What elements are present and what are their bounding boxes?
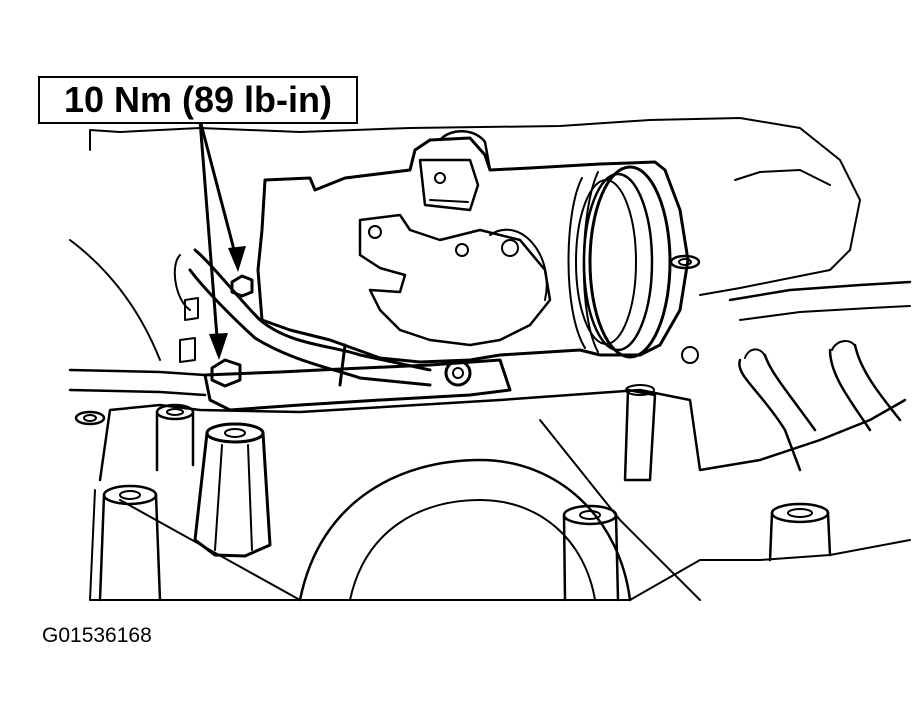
center-ring-inner <box>349 499 596 601</box>
sensor-bracket-slot <box>429 199 469 203</box>
left-curve-outer <box>69 239 161 361</box>
throttle-bore-rib-2 <box>582 171 599 353</box>
bracket-bolt-right <box>444 359 472 387</box>
upper-nut <box>230 274 254 298</box>
center-ring-outer <box>298 458 632 602</box>
runner-cap-1 <box>744 348 766 359</box>
post-center-tapered <box>193 422 272 558</box>
hose-end-left <box>173 254 191 311</box>
diagonal-right <box>539 419 701 601</box>
post-mid <box>623 384 657 482</box>
throttle-lever <box>358 213 552 347</box>
left-tube-lower <box>68 388 207 397</box>
post-lower-left <box>98 484 162 602</box>
figure-id-label: G01536168 <box>42 624 152 647</box>
lower-body-edge <box>89 489 131 601</box>
left-clip <box>184 297 199 321</box>
bracket-nut-left <box>210 358 242 388</box>
lever-hole-3 <box>501 239 519 257</box>
vacuum-hose-top <box>193 248 432 372</box>
throttle-bore-ring-outer <box>588 165 672 359</box>
post-right-bottom <box>768 502 832 562</box>
post-left-tall <box>155 403 195 472</box>
lever-arc <box>489 228 548 301</box>
post-left-small <box>74 410 106 426</box>
arrow-to-lower-nut <box>198 118 220 352</box>
runner-1 <box>738 358 802 472</box>
lower-plenum-outline <box>98 388 907 482</box>
runner-2 <box>828 348 872 432</box>
left-tube <box>68 368 207 377</box>
sensor-bracket-hole <box>434 172 446 184</box>
sensor-bracket <box>418 158 480 212</box>
runner-2b <box>853 343 902 422</box>
callout-arrows <box>198 118 240 352</box>
right-rail <box>728 280 912 302</box>
bracket-bolt-right-inner <box>452 367 464 379</box>
diagonal-left <box>119 499 301 601</box>
lower-right-edge <box>629 539 911 601</box>
arrowhead-upper <box>228 246 246 272</box>
right-cover-edge <box>734 169 831 186</box>
runner-1b <box>763 353 817 432</box>
post-right-small <box>669 254 701 270</box>
arrow-to-upper-nut <box>198 118 240 267</box>
left-bracket <box>179 337 196 363</box>
arrowhead-lower <box>209 333 228 360</box>
throttle-bore-rib-1 <box>567 177 586 349</box>
lever-hole-1 <box>368 225 382 239</box>
torque-callout-box: 10 Nm (89 lb-in) <box>38 76 358 124</box>
vacuum-hose-bottom <box>188 268 432 387</box>
throttle-bore-ring-mid <box>582 172 654 352</box>
right-rail-lower <box>739 305 911 321</box>
torque-callout-label: 10 Nm (89 lb-in) <box>63 79 333 120</box>
sensor-cable-loop <box>438 130 492 172</box>
right-plug <box>681 346 699 364</box>
hose-clamp <box>338 343 347 387</box>
runner-cap-2 <box>831 340 856 351</box>
lever-hole-2 <box>455 243 469 257</box>
throttle-bore-ring-inner <box>575 179 637 345</box>
upper-manifold-outline <box>89 117 861 296</box>
support-bracket <box>203 358 512 412</box>
